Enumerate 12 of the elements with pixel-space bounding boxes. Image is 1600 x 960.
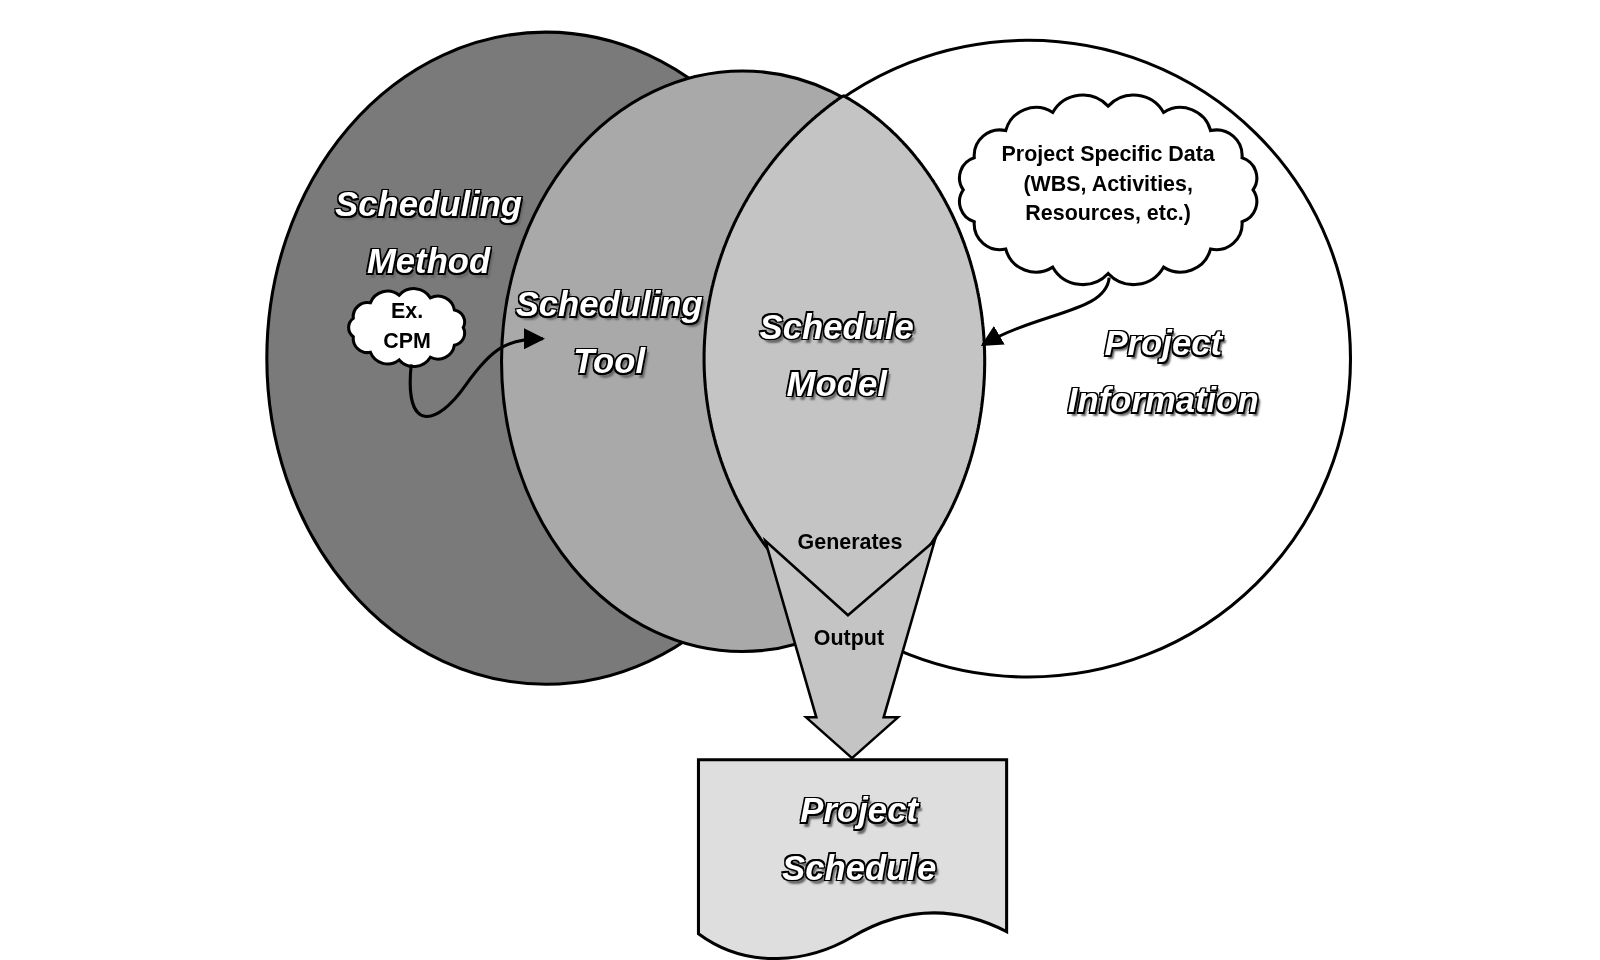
- document-title: Project Schedule: [781, 789, 938, 889]
- curved-arrow: [980, 277, 1111, 347]
- region-title: Schedule Model: [758, 306, 915, 406]
- callout-text: Ex. CPM: [382, 298, 432, 355]
- arrow-label: Output: [813, 625, 885, 650]
- edge-label: Generates: [797, 529, 903, 555]
- block-arrow: [762, 536, 938, 760]
- circle-title: Project Information: [1066, 322, 1262, 422]
- curved-arrow: [408, 328, 545, 418]
- circle-title: Scheduling Method: [334, 183, 524, 283]
- callout-text: Project Specific Data (WBS, Activities, Resources, etc.): [1000, 140, 1216, 227]
- circle-title: Scheduling Tool: [514, 283, 704, 383]
